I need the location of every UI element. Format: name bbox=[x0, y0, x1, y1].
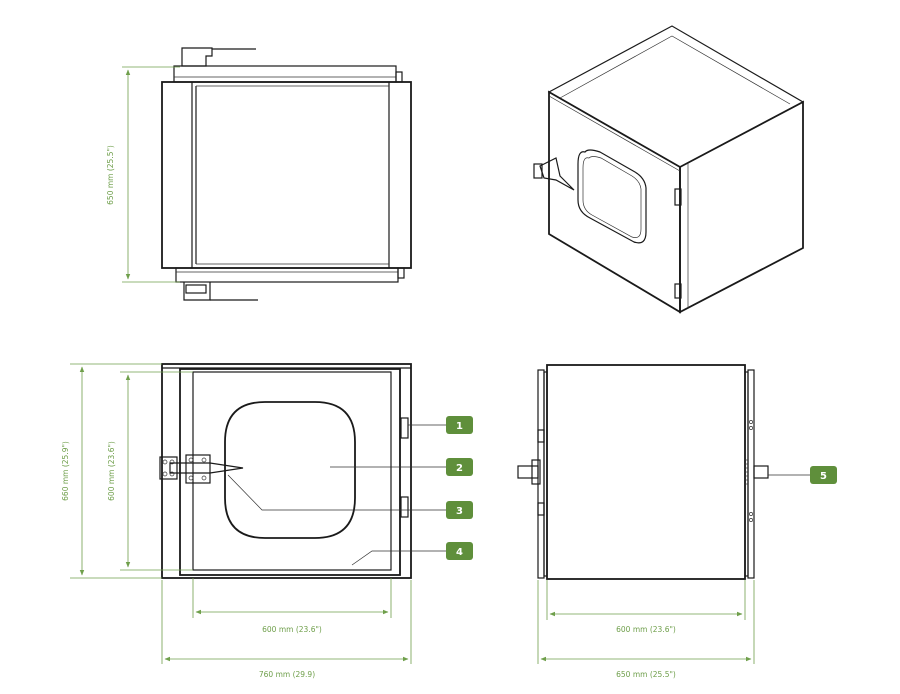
top-depth-dim-label: 650 mm (25.5") bbox=[106, 145, 115, 205]
callout-number-5: 5 bbox=[820, 471, 827, 482]
callout-badge-3: 3 bbox=[446, 501, 473, 519]
isometric-view bbox=[533, 25, 805, 314]
front-outer-height-dim-label: 660 mm (25.9") bbox=[61, 441, 70, 501]
front-inner-height-dim-label: 600 mm (23.6") bbox=[107, 441, 116, 501]
callout-badge-2: 2 bbox=[446, 458, 473, 476]
callout-number-3: 3 bbox=[456, 506, 463, 517]
top-view: 650 mm (25.5") bbox=[106, 47, 412, 301]
callout-number-4: 4 bbox=[456, 547, 463, 558]
front-view: 660 mm (25.9") 600 mm (23.6") 600 mm (23… bbox=[61, 363, 446, 679]
front-outer-width-dim-label: 760 mm (29.9) bbox=[259, 670, 315, 679]
side-view: 600 mm (23.6") 650 mm (25.5") bbox=[517, 364, 810, 679]
callout-badge-1: 1 bbox=[446, 416, 473, 434]
front-inner-width-dim-label: 600 mm (23.6") bbox=[262, 625, 322, 634]
callout-badge-5: 5 bbox=[810, 466, 837, 484]
callout-badge-4: 4 bbox=[446, 542, 473, 560]
callout-number-2: 2 bbox=[456, 463, 463, 474]
callout-number-1: 1 bbox=[456, 421, 463, 432]
side-outer-width-dim-label: 650 mm (25.5") bbox=[616, 670, 676, 679]
side-inner-width-dim-label: 600 mm (23.6") bbox=[616, 625, 676, 634]
